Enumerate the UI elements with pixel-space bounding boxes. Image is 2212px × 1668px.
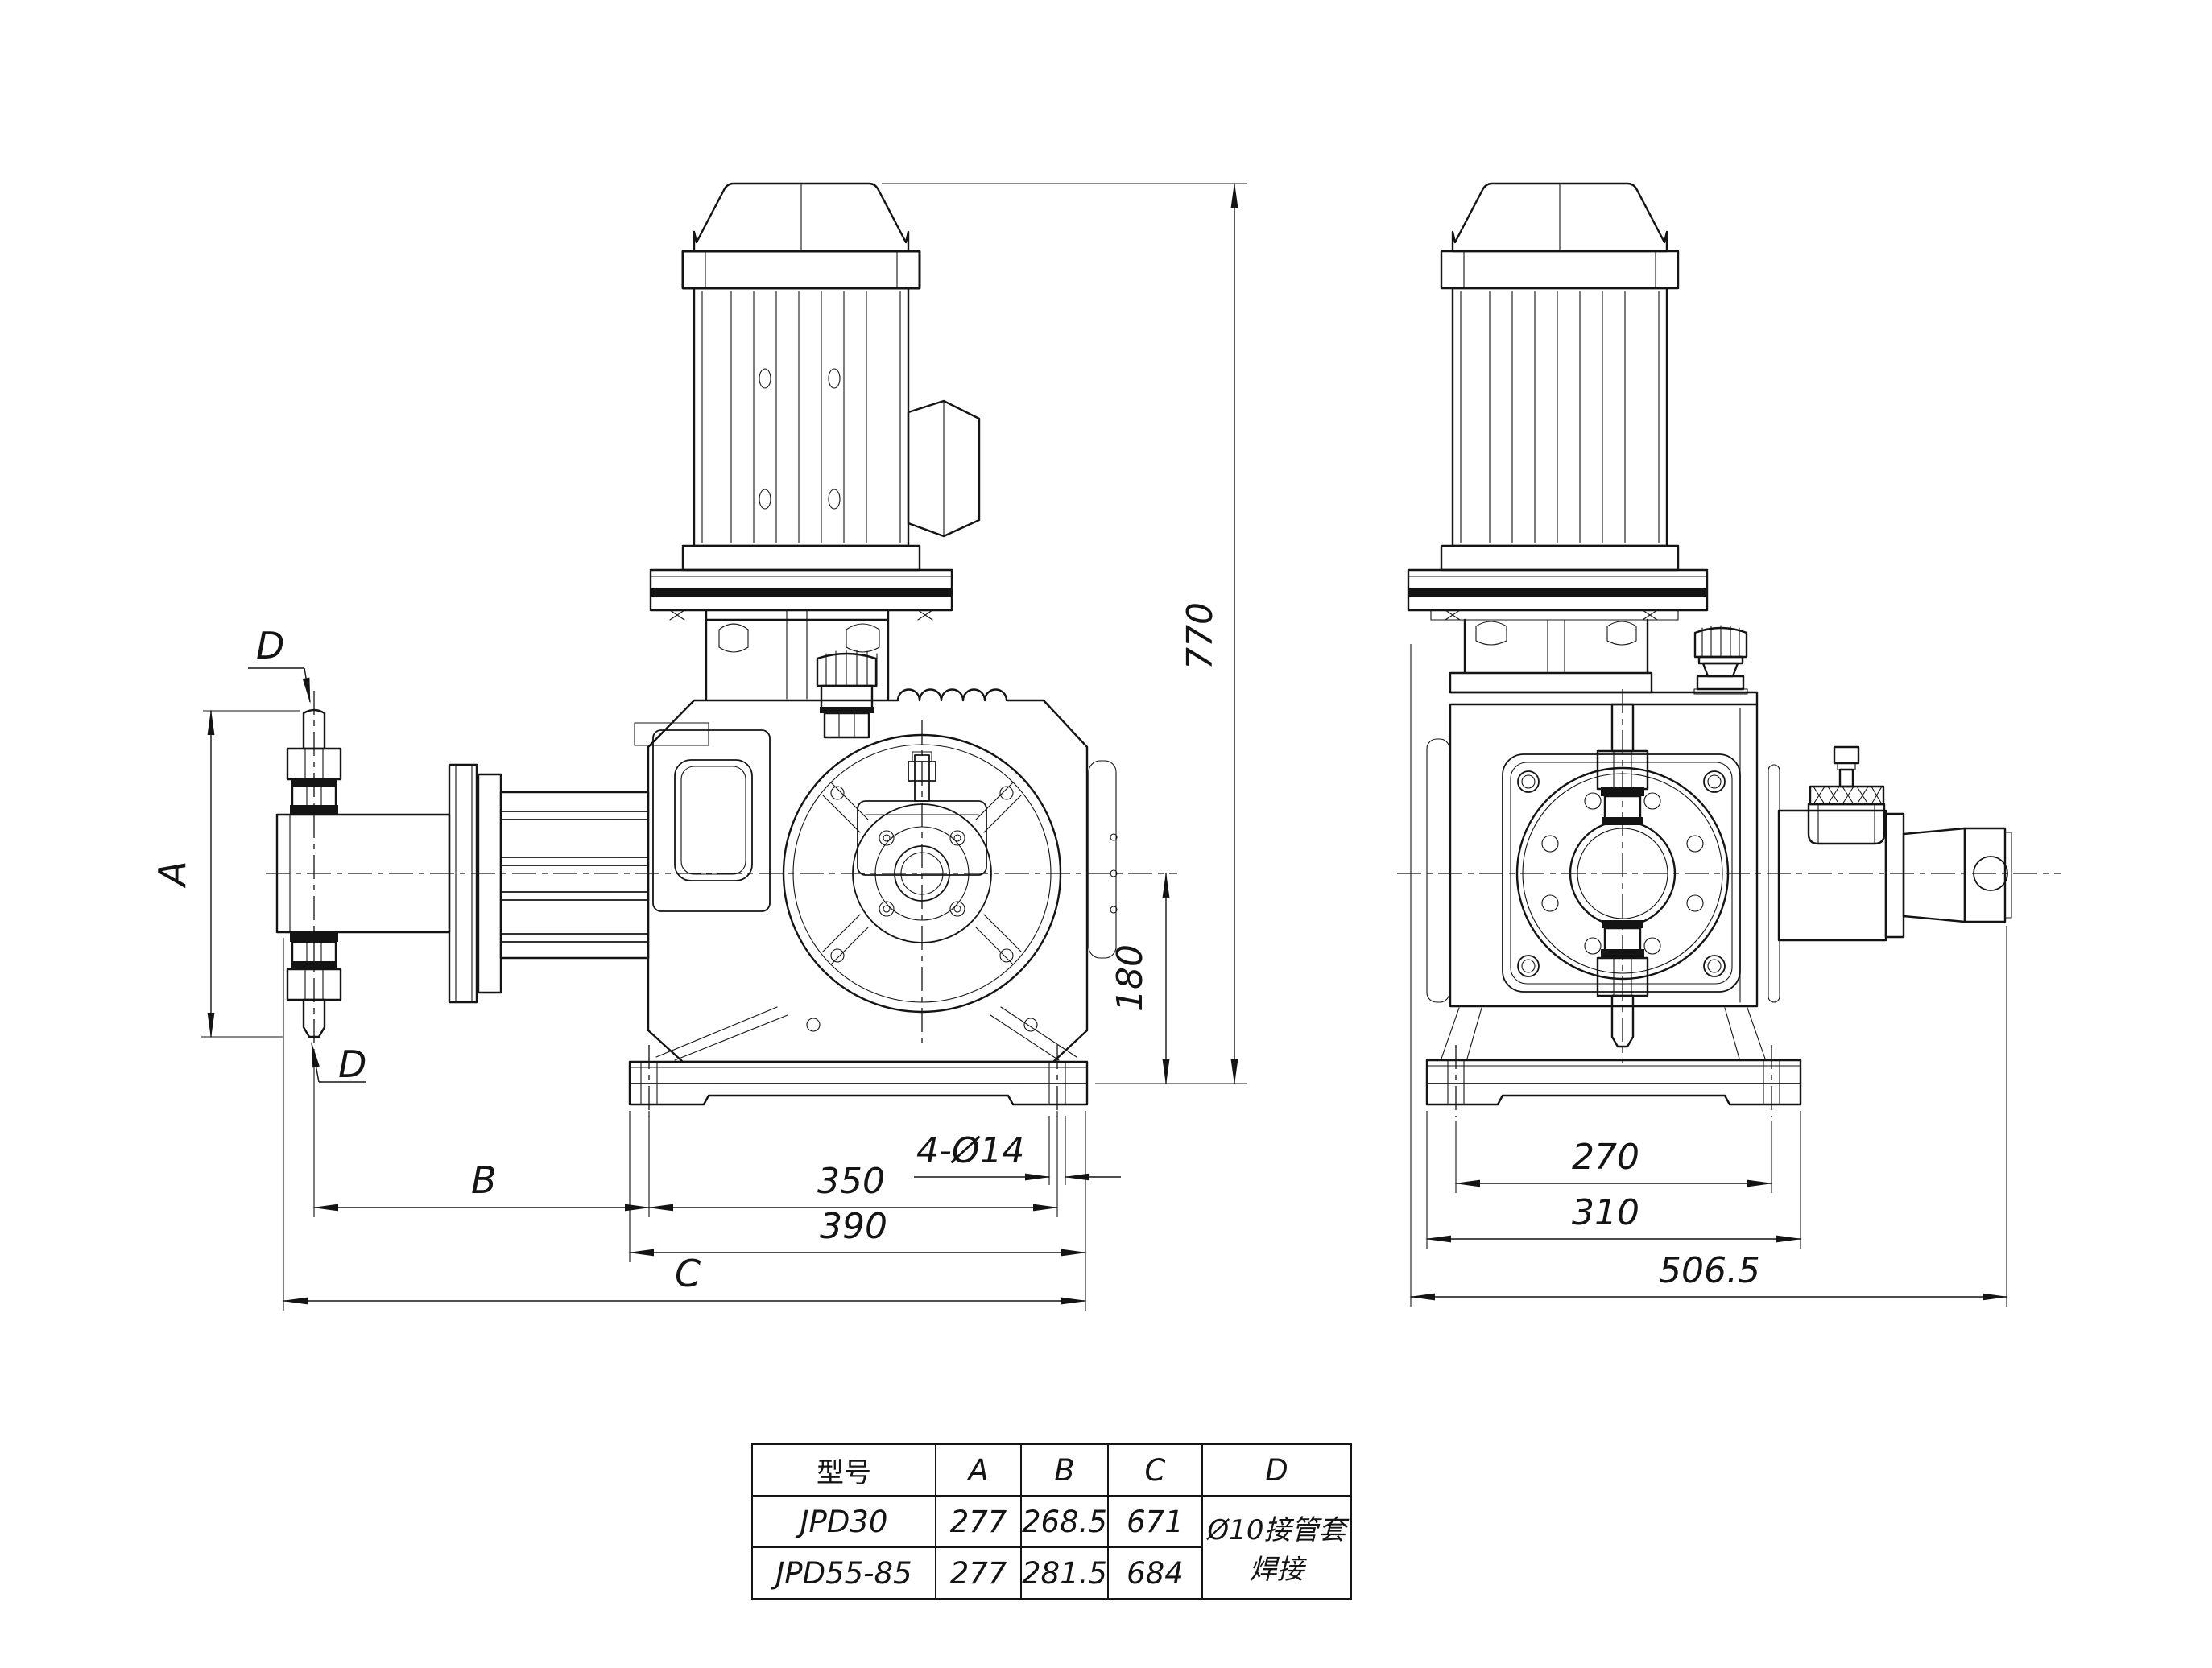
dim-d-top-label: D — [256, 624, 284, 667]
bearing-bolts — [879, 830, 965, 917]
flange-bolt-circle — [1541, 792, 1704, 955]
side-base — [1425, 1007, 1802, 1117]
spec-header-model: 型号 — [751, 1443, 936, 1497]
front-pedestal — [705, 609, 890, 739]
spec-jpd5585-a: 277 — [935, 1546, 1022, 1600]
dim-310-label: 310 — [1572, 1192, 1639, 1233]
spec-jpd5585-model: JPD55-85 — [751, 1546, 936, 1600]
spec-header-c: C — [1106, 1443, 1203, 1497]
spec-jpd30-model: JPD30 — [751, 1495, 936, 1548]
dim-b-label: B — [471, 1158, 497, 1202]
spec-jpd30-b: 268.5 — [1020, 1495, 1109, 1548]
flange-screws — [669, 609, 933, 621]
front-base — [628, 1045, 1089, 1117]
dim-C: C — [282, 938, 1087, 1311]
front-view — [266, 182, 1177, 1117]
spec-row-jpd55-85: JPD55-85 277 281.5 684 — [751, 1546, 1351, 1600]
spec-jpd30-a: 277 — [935, 1495, 1022, 1548]
side-housing — [1426, 691, 1780, 1048]
stroke-adjust-knob — [816, 650, 878, 739]
dim-390-label: 390 — [820, 1206, 887, 1247]
spec-jpd5585-b: 281.5 — [1020, 1546, 1109, 1600]
dim-506-5-label: 506.5 — [1659, 1250, 1760, 1291]
fan-cover-band — [681, 250, 921, 290]
spec-table: 型号 A B C D JPD30 277 268.5 671 Ø10接管套焊接 … — [751, 1443, 1352, 1600]
dim-c-label: C — [675, 1252, 701, 1295]
side-pedestal — [1430, 609, 1679, 694]
dim-D-bottom: D — [311, 1042, 366, 1086]
front-housing — [634, 688, 1118, 1063]
side-flange-screws — [1445, 609, 1658, 621]
stroke-shaft — [1777, 745, 2012, 942]
spec-header-b: B — [1020, 1443, 1109, 1497]
face-corner-bolts — [1517, 770, 1726, 977]
dim-770: 770 — [882, 182, 1247, 1085]
dimensions: A D D 770 180 — [151, 182, 2008, 1311]
side-strip — [1088, 760, 1117, 959]
dim-270: 270 — [1454, 1121, 1773, 1193]
spec-row-jpd30: JPD30 277 268.5 671 Ø10接管套焊接 — [751, 1495, 1352, 1600]
relief-valve — [1693, 625, 1748, 695]
dim-270-label: 270 — [1572, 1137, 1639, 1178]
suction-valve-fitting — [286, 932, 342, 1038]
motor-cooling-fins — [730, 291, 867, 543]
dim-310: 310 — [1425, 1111, 1802, 1249]
hub-vent-valve — [1807, 745, 1886, 845]
fin-bolts — [759, 368, 841, 510]
dim-350-label: 350 — [817, 1161, 885, 1202]
dim-foot-holes: 4-Ø14 — [914, 1116, 1121, 1185]
spec-jpd30-c: 671 — [1106, 1495, 1203, 1548]
dim-180: 180 — [1095, 872, 1247, 1085]
dim-A: A — [151, 709, 300, 1038]
motor-body — [693, 287, 910, 547]
side-left-rib — [1426, 738, 1450, 1003]
dim-506-5: 506.5 — [1409, 644, 2008, 1307]
shaft-hub — [1777, 809, 1887, 942]
front-motor — [649, 182, 981, 621]
spec-header-d: D — [1201, 1443, 1352, 1497]
cover-face-holes — [806, 786, 1038, 1032]
cover-spokes — [822, 782, 1022, 965]
dim-770-label: 770 — [1180, 602, 1221, 670]
dim-B-350: B 350 — [312, 1063, 1059, 1217]
side-view — [1397, 182, 2061, 1117]
shaft-cone — [1902, 827, 1966, 923]
dim-a-label: A — [151, 861, 194, 888]
spec-jpd5585-c: 684 — [1106, 1546, 1203, 1600]
shaft-end — [1963, 827, 2007, 923]
dim-D-top: D — [248, 624, 311, 704]
dim-390: 390 — [628, 1111, 1087, 1311]
tie-bars — [499, 791, 650, 960]
spec-header-a: A — [935, 1443, 1022, 1497]
side-motor — [1407, 182, 1709, 621]
dim-180-label: 180 — [1110, 944, 1151, 1012]
dim-foot-holes-label: 4-Ø14 — [916, 1130, 1025, 1171]
spec-table-header-row: 型号 A B C D — [751, 1443, 1352, 1497]
side-pad — [652, 729, 771, 912]
side-motor-fins — [1489, 291, 1626, 543]
dim-d-bottom-label: D — [338, 1042, 366, 1086]
bottom-ribs — [655, 1006, 1077, 1061]
spec-d-note: Ø10接管套焊接 — [1201, 1495, 1352, 1600]
